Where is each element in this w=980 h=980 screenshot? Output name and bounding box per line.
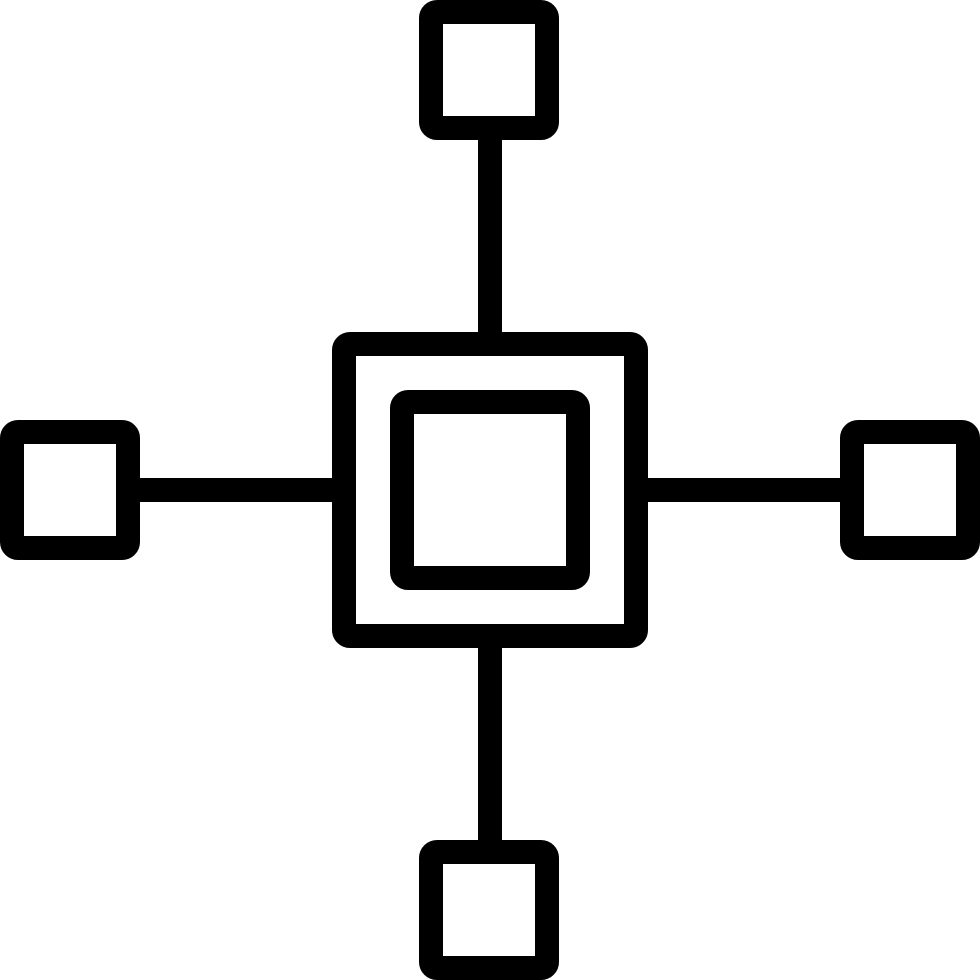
node-bottom — [419, 840, 559, 980]
hub-outer-square — [332, 332, 648, 648]
node-right — [840, 420, 980, 560]
node-left — [0, 420, 140, 560]
hub-inner-square — [390, 390, 590, 590]
node-top — [419, 0, 559, 140]
